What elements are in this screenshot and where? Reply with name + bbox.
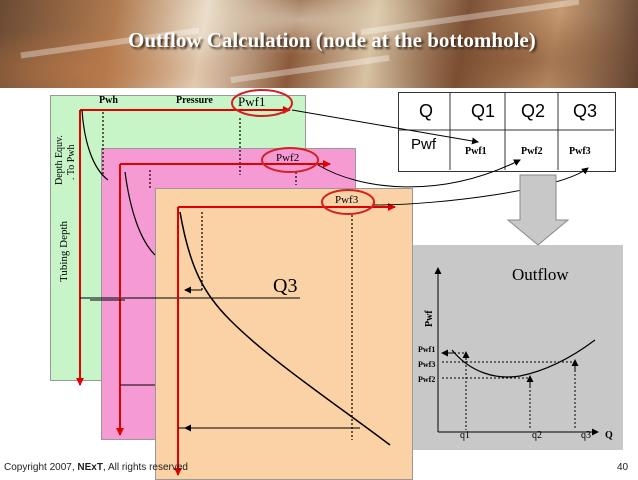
- panel2-axes: [116, 160, 331, 436]
- q3-rate-label: Q3: [273, 275, 298, 297]
- table-grid: [398, 92, 614, 170]
- pwf3-label: Pwf3: [335, 194, 359, 206]
- depth-equiv-label-line1: Depth Equv.: [54, 135, 65, 185]
- footer-copyright: Copyright 2007, NExT, All rights reserve…: [4, 462, 188, 473]
- outflow-x-tick-q1: q1: [460, 430, 470, 441]
- pressure-label: Pressure: [176, 95, 213, 106]
- table-value-pwf1: Pwf1: [465, 146, 487, 157]
- page-title: Outflow Calculation (node at the bottomh…: [128, 28, 536, 52]
- table-header-q2: Q2: [521, 101, 546, 121]
- outflow-x-tick-q2: q2: [532, 430, 542, 441]
- table-to-outflow-arrow: [506, 174, 570, 246]
- outflow-chart: [434, 267, 599, 436]
- outflow-title: Outflow: [512, 265, 569, 284]
- pwf1-label: Pwf1: [238, 94, 266, 109]
- depth-equiv-label-line2: . To Pwh: [66, 144, 77, 180]
- pwf3-highlight-circle: [321, 189, 375, 215]
- outflow-y-axis-label: Pwf: [424, 310, 435, 327]
- panel1-axes: [76, 106, 300, 386]
- outflow-x-tick-q3: q3: [581, 430, 591, 441]
- table-header-q1: Q1: [471, 101, 496, 121]
- pwf2-highlight-circle: [261, 147, 319, 173]
- panel3-axes: [90, 203, 396, 476]
- pwf1-to-table-arrow: [291, 109, 479, 145]
- page-number: 40: [617, 462, 629, 473]
- outflow-y-tick-pwf1: Pwf1: [418, 345, 436, 354]
- pwh-label: Pwh: [99, 95, 118, 106]
- panel-q3: [155, 188, 413, 480]
- pwf2-to-table-arrow: [317, 159, 521, 188]
- tubing-depth-label: Tubing Depth: [58, 220, 70, 282]
- outflow-y-tick-pwf2: Pwf2: [418, 375, 436, 384]
- table-row-label: Pwf: [411, 136, 437, 153]
- table-value-pwf2: Pwf2: [521, 146, 543, 157]
- brand-name: NExT: [77, 462, 103, 473]
- pwf2-label: Pwf2: [276, 152, 300, 164]
- outflow-y-tick-pwf3: Pwf3: [418, 360, 436, 369]
- table-value-pwf3: Pwf3: [569, 146, 591, 157]
- results-table: Q Q1 Q2 Q3 Pwf Pwf1 Pwf2 Pwf3: [398, 92, 616, 172]
- copyright-prefix: Copyright 2007,: [4, 462, 75, 473]
- outflow-x-axis-label: Q: [605, 430, 613, 441]
- table-header-q: Q: [419, 101, 434, 121]
- copyright-suffix: , All rights reserved: [102, 462, 188, 473]
- outflow-panel: [413, 245, 623, 450]
- pwf1-highlight-circle: [231, 89, 293, 117]
- header-banner: Outflow Calculation (node at the bottomh…: [0, 0, 638, 88]
- table-header-q3: Q3: [573, 101, 598, 121]
- pwf3-to-table-arrow: [373, 167, 589, 206]
